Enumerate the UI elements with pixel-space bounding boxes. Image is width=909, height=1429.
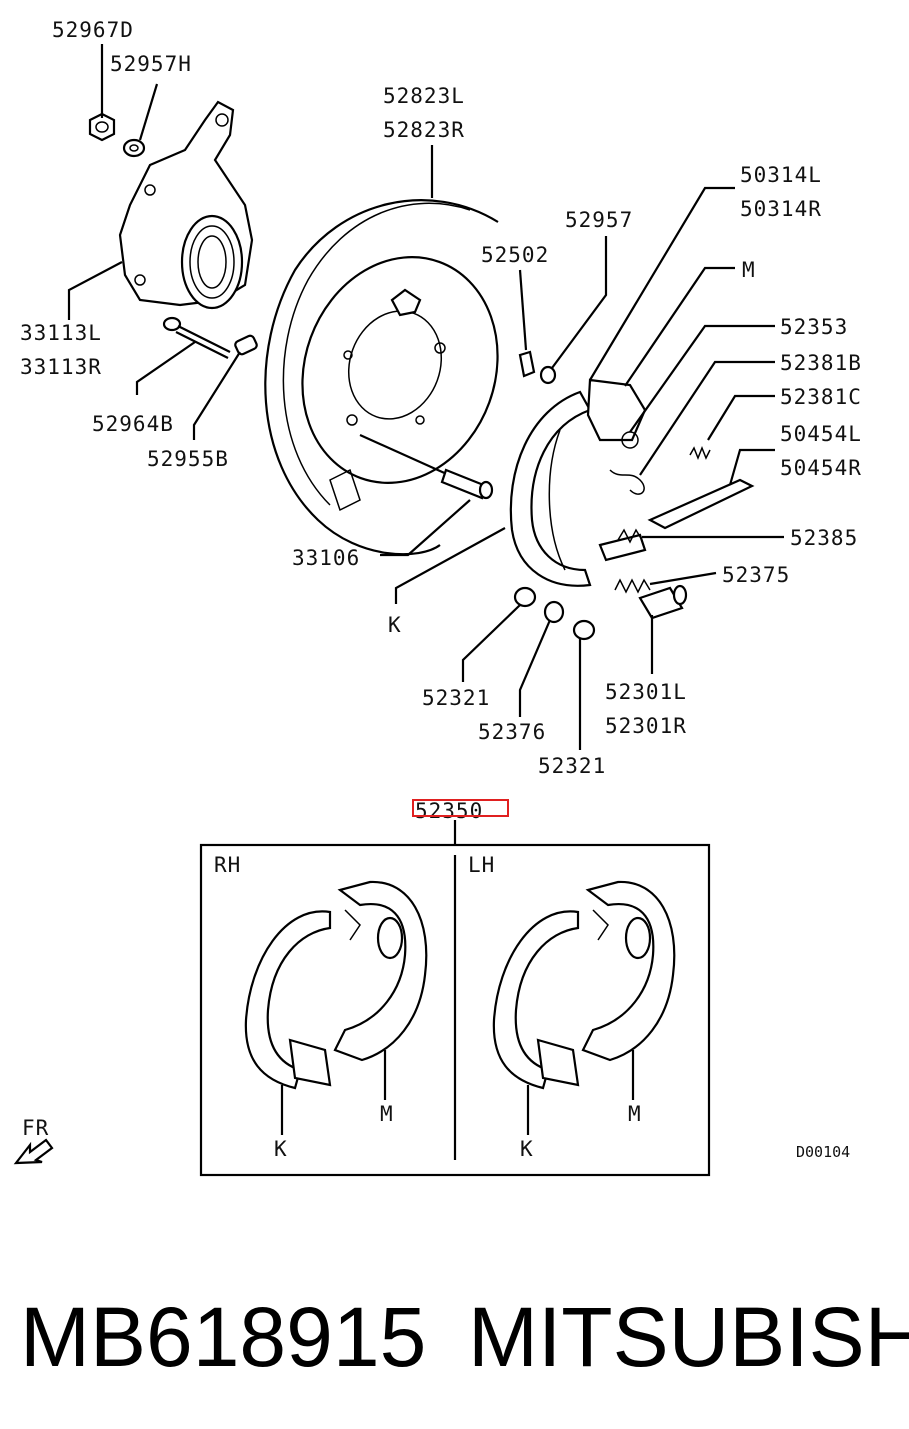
label-LH: LH [468, 853, 495, 877]
backing-plate [264, 199, 499, 556]
label-K-rh: K [274, 1137, 288, 1161]
cap-52321a [513, 586, 537, 608]
brand-name: MITSUBISHI [468, 1290, 909, 1384]
cap-52321b [572, 619, 596, 641]
label-52502: 52502 [481, 243, 549, 267]
bolt-52964B [162, 316, 231, 359]
label-52385: 52385 [790, 526, 858, 550]
label-52353: 52353 [780, 315, 848, 339]
spring-52375 [614, 578, 651, 594]
label-33113L: 33113L [20, 321, 102, 345]
label-M-rh: M [380, 1102, 394, 1126]
arrow-icon [13, 1138, 54, 1165]
washer-52957H [122, 138, 146, 158]
label-52823R: 52823R [383, 118, 465, 142]
label-52957: 52957 [565, 208, 633, 232]
label-FR: FR [22, 1116, 49, 1140]
lever-50454 [647, 478, 755, 530]
label-K-lh: K [520, 1137, 534, 1161]
label-50314R: 50314R [740, 197, 822, 221]
label-K-top: K [388, 613, 402, 637]
pin-52957 [539, 365, 557, 385]
label-52375: 52375 [722, 563, 790, 587]
shoe-kit-section: 52350 RH LH M K M K D00104 [199, 799, 850, 1177]
shoe-assembly [509, 378, 647, 587]
label-52301R: 52301R [605, 714, 687, 738]
part-number: MB618915 [20, 1290, 426, 1384]
bolt-33106 [359, 433, 494, 500]
label-52967D: 52967D [52, 18, 134, 42]
highlight-box [412, 799, 509, 817]
label-RH: RH [214, 853, 241, 877]
callout-labels: 52967D 52957H 52823L 52823R 50314L 50314… [20, 18, 862, 778]
label-50454R: 50454R [780, 456, 862, 480]
label-52955B: 52955B [147, 447, 229, 471]
label-52381B: 52381B [780, 351, 862, 375]
label-52321-a: 52321 [422, 686, 490, 710]
label-52957H: 52957H [110, 52, 192, 76]
adjuster-52301 [638, 584, 688, 620]
label-52301L: 52301L [605, 680, 687, 704]
diagram-code: D00104 [796, 1143, 850, 1161]
label-52376: 52376 [478, 720, 546, 744]
plug-52955B [234, 334, 258, 356]
label-52381C: 52381C [780, 385, 862, 409]
spring-52381C [689, 445, 711, 461]
clip-52502 [518, 350, 536, 378]
label-50314L: 50314L [740, 163, 822, 187]
label-52321-b: 52321 [538, 754, 606, 778]
label-52964B: 52964B [92, 412, 174, 436]
kit-frame [199, 843, 711, 1177]
label-33113R: 33113R [20, 355, 102, 379]
leader-lines [67, 44, 784, 750]
label-M-top: M [742, 258, 756, 282]
label-50454L: 50454L [780, 422, 862, 446]
label-52350: 52350 [415, 799, 483, 823]
rh-shoe-pair [244, 880, 428, 1090]
front-arrow: FR [13, 1116, 54, 1165]
spring-52385 [617, 528, 643, 544]
label-M-lh: M [628, 1102, 642, 1126]
spring-52376 [543, 600, 565, 624]
hub-knuckle [118, 100, 254, 310]
label-33106: 33106 [292, 546, 360, 570]
lh-shoe-pair [492, 880, 676, 1090]
label-52823L: 52823L [383, 84, 465, 108]
